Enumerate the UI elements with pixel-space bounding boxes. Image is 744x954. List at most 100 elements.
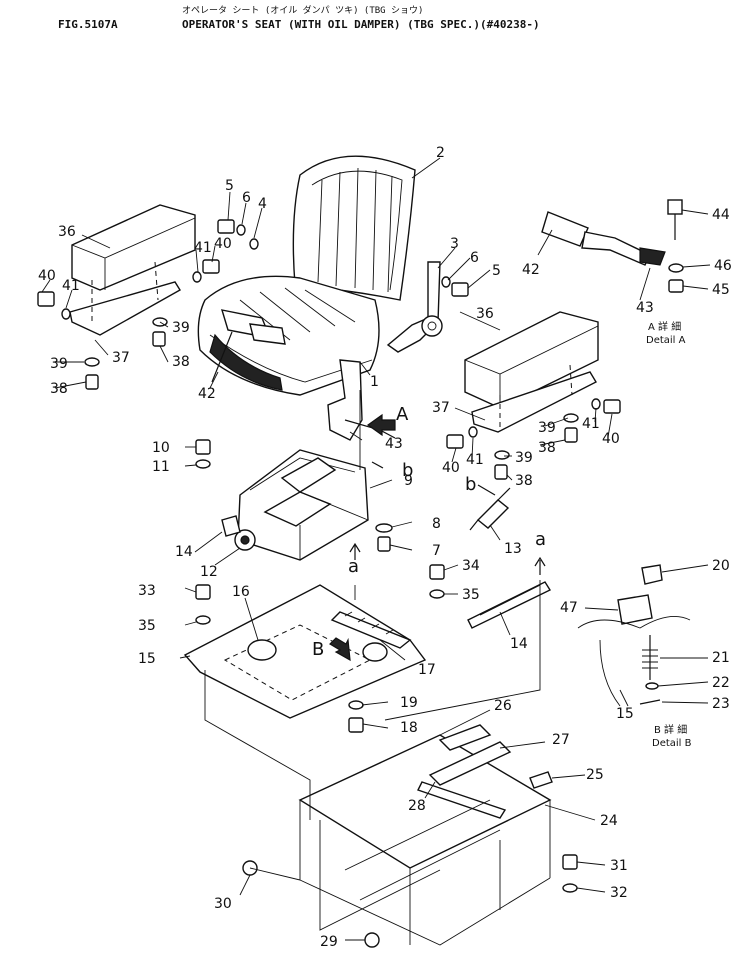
callout-41-a: 41 (62, 278, 80, 294)
callout-1: 1 (370, 374, 379, 390)
callout-13: 13 (504, 541, 522, 557)
hardware-fasteners (37, 219, 684, 948)
callout-14-left: 14 (175, 544, 193, 560)
armrest-right (464, 311, 599, 433)
ref-arrow-b-2 (477, 484, 496, 496)
callout-12: 12 (200, 564, 218, 580)
callout-27: 27 (552, 732, 570, 748)
view-marker-A: A (396, 404, 409, 425)
callout-11: 11 (152, 459, 170, 475)
callout-30: 30 (214, 896, 232, 912)
callout-5-right: 5 (492, 263, 501, 279)
callout-8: 8 (432, 516, 441, 532)
callout-32: 32 (610, 885, 628, 901)
callout-33: 33 (138, 583, 156, 599)
callout-39-a: 39 (50, 356, 68, 372)
callout-6-left: 6 (242, 190, 251, 206)
callout-36-right: 36 (476, 306, 494, 322)
callout-40-b: 40 (214, 236, 232, 252)
callout-14-right: 14 (510, 636, 528, 652)
callout-39-b: 39 (172, 320, 190, 336)
ref-marker-a-1: a (348, 556, 359, 577)
detail-a-caption-ja: A 詳 細 (648, 320, 681, 333)
callout-19: 19 (400, 695, 418, 711)
ref-marker-a-2: a (535, 529, 546, 550)
callout-16: 16 (232, 584, 250, 600)
detail-a-belt (541, 199, 683, 266)
callout-40-d: 40 (442, 460, 460, 476)
callout-39-d: 39 (515, 450, 533, 466)
ref-arrow-b-1 (371, 461, 384, 469)
callout-20: 20 (712, 558, 730, 574)
slide-rail-right (467, 581, 552, 629)
seat-back (292, 155, 416, 301)
callout-7: 7 (432, 543, 441, 559)
callout-22: 22 (712, 675, 730, 691)
reclining-lever (386, 261, 443, 353)
callout-38-d: 38 (515, 473, 533, 489)
callout-41-b: 41 (194, 240, 212, 256)
callout-25: 25 (586, 767, 604, 783)
callout-38-c: 38 (538, 440, 556, 456)
detail-captions: A 詳 細 Detail A B 詳 細 Detail B (646, 320, 692, 749)
callout-10: 10 (152, 440, 170, 456)
callout-37-right: 37 (432, 400, 450, 416)
callout-38-a: 38 (50, 381, 68, 397)
callout-41-c: 41 (582, 416, 600, 432)
callout-9: 9 (404, 473, 413, 489)
callout-23: 23 (712, 696, 730, 712)
ref-marker-b-2: b (465, 474, 476, 495)
callout-40-c: 40 (602, 431, 620, 447)
callout-labels: 2 3 6 5 5 6 4 1 42 36 37 40 41 39 38 39 … (38, 145, 732, 950)
view-marker-B: B (312, 639, 324, 660)
figure-number: FIG.5107A (58, 18, 118, 31)
ref-arrow-a-down (349, 542, 361, 560)
callout-18: 18 (400, 720, 418, 736)
callout-15-detail: 15 (616, 706, 634, 722)
leader-lines (41, 157, 711, 941)
callout-45: 45 (712, 282, 730, 298)
callout-34: 34 (462, 558, 480, 574)
callout-26: 26 (494, 698, 512, 714)
detail-b-caption-en: Detail B (652, 738, 692, 749)
callout-35-left: 35 (138, 618, 156, 634)
ref-arrow-a-up (534, 556, 546, 575)
callout-3: 3 (450, 236, 459, 252)
armrest-left (69, 204, 196, 336)
ref-marker-b-1: b (402, 460, 413, 481)
callout-46: 46 (714, 258, 732, 274)
title-japanese: オペレータ シート (オイル ダンパ ツキ) (TBG ショウ) (182, 6, 424, 16)
detail-a-caption-en: Detail A (646, 335, 686, 346)
view-arrow-b (329, 637, 351, 662)
callout-35-right: 35 (462, 587, 480, 603)
suspension-unit (221, 449, 369, 561)
callout-31: 31 (610, 858, 628, 874)
callout-2: 2 (436, 145, 445, 161)
callout-39-c: 39 (538, 420, 556, 436)
callout-41-d: 41 (466, 452, 484, 468)
callout-5-left: 5 (225, 178, 234, 194)
callout-40-a: 40 (38, 268, 56, 284)
callout-29: 29 (320, 934, 338, 950)
callout-37-left: 37 (112, 350, 130, 366)
seat-frame-arm (327, 359, 363, 441)
callout-4: 4 (258, 196, 267, 212)
callout-38-b: 38 (172, 354, 190, 370)
oil-damper (469, 487, 511, 531)
callout-24: 24 (600, 813, 618, 829)
callout-43-detail: 43 (636, 300, 654, 316)
callout-15-main: 15 (138, 651, 156, 667)
callout-43-seat: 43 (385, 436, 403, 452)
callout-44: 44 (712, 207, 730, 223)
callout-6-right: 6 (470, 250, 479, 266)
callout-42-seat: 42 (198, 386, 216, 402)
view-arrow-a (366, 413, 396, 437)
callout-28: 28 (408, 798, 426, 814)
slide-plate (183, 584, 427, 719)
callout-42-detail: 42 (522, 262, 540, 278)
callout-21: 21 (712, 650, 730, 666)
view-markers: A B a a b b (312, 404, 546, 660)
callout-17: 17 (418, 662, 436, 678)
